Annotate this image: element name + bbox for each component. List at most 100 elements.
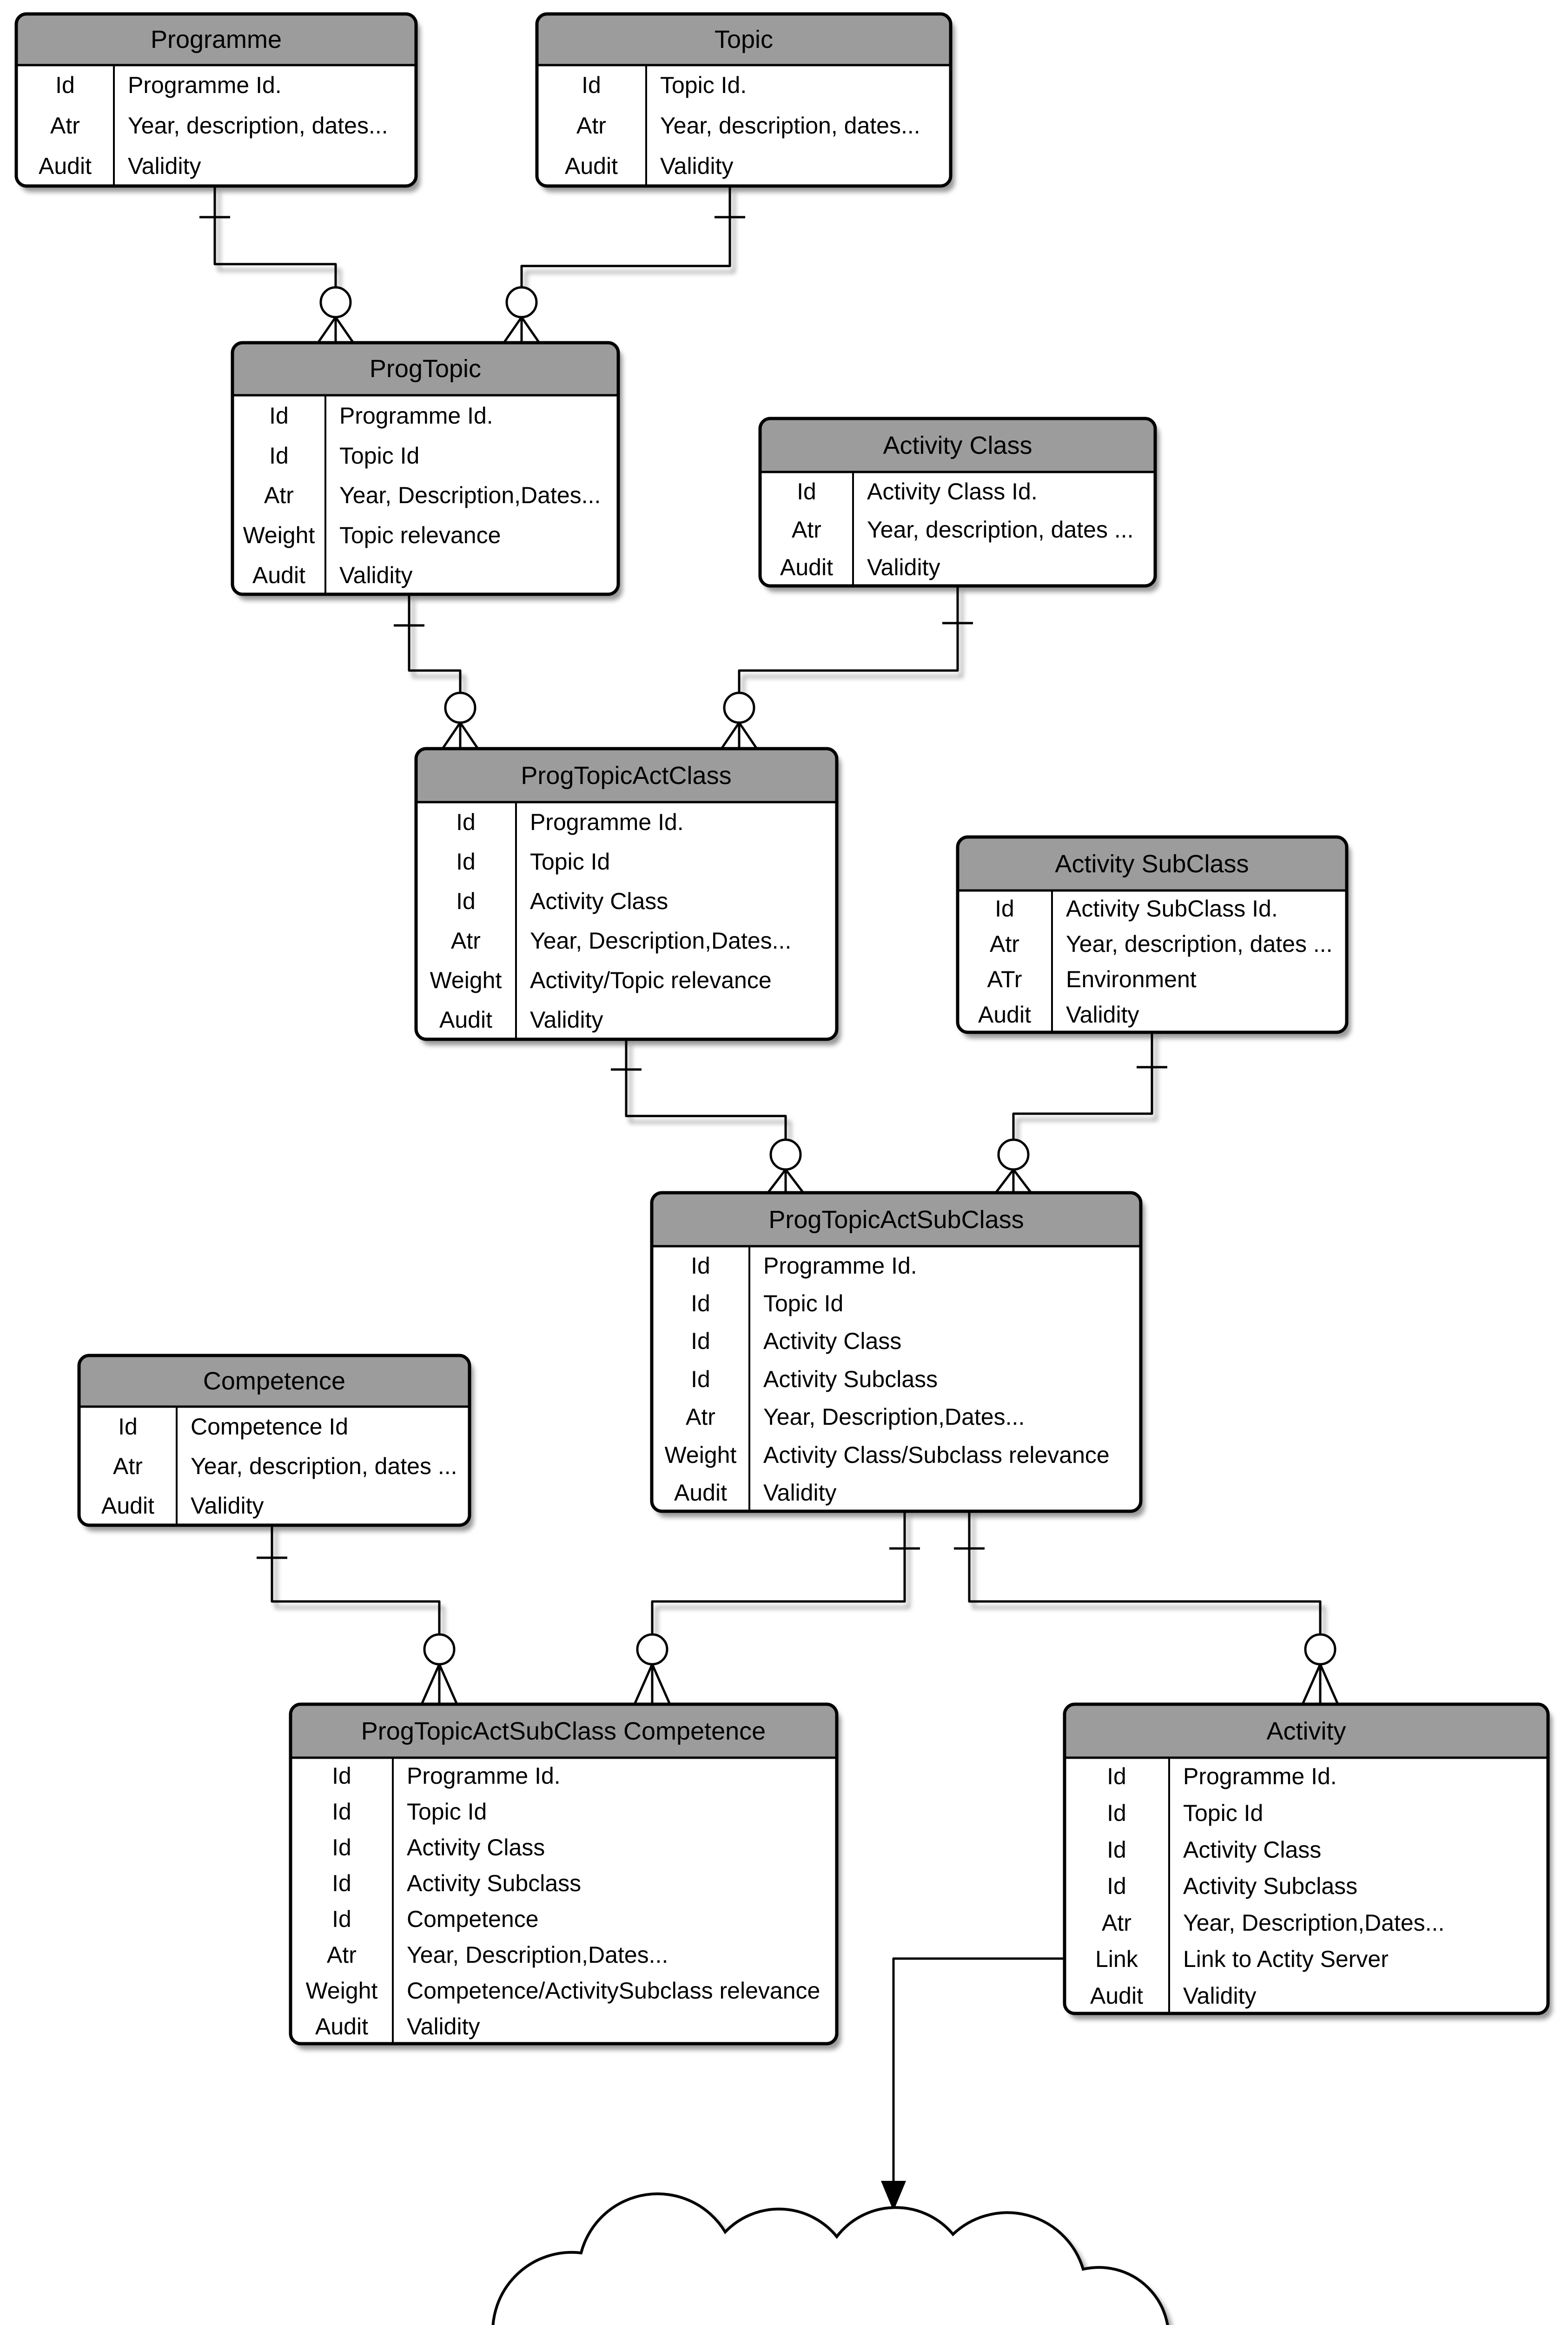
table-header (760, 418, 1155, 472)
table-title: ProgTopicActSubClass (768, 1206, 1024, 1234)
table-title: ProgTopicActClass (521, 762, 731, 790)
row-value: Validity (407, 2013, 480, 2039)
row-value: Validity (339, 562, 412, 588)
table-header (537, 14, 951, 65)
row-key: Id (1107, 1873, 1126, 1899)
row-value: Validity (867, 554, 940, 580)
row-value: Programme Id. (407, 1763, 561, 1789)
row-value: Year, Description,Dates... (1183, 1910, 1444, 1936)
row-value: Year, Description,Dates... (763, 1404, 1025, 1430)
row-value: Year, Description,Dates... (407, 1942, 668, 1968)
table-header-fill (291, 1747, 837, 1758)
table-header-fill (537, 54, 951, 65)
table-header-fill (958, 879, 1347, 890)
row-key: Id (797, 478, 816, 505)
link-line (892, 1957, 1065, 2181)
relationship-competence-ptasccompetence (257, 1525, 458, 1705)
table-header-fill (760, 461, 1155, 472)
cardinality-zero-circle-icon (1304, 1633, 1336, 1666)
table-border (535, 12, 953, 188)
row-key: Id (269, 403, 289, 429)
relationship-activityclass-progtopicactclass (720, 586, 973, 750)
row-key: Id (1107, 1800, 1126, 1826)
table-activity: Activity Id Programme Id. Id Topic Id Id… (1063, 1702, 1550, 2015)
cardinality-zero-circle-icon (769, 1138, 802, 1171)
row-value: Activity Subclass (407, 1870, 581, 1896)
row-key: Audit (780, 554, 833, 580)
table-progtopic: ProgTopic Id Programme Id. Id Topic Id A… (231, 341, 620, 596)
row-key: Audit (565, 153, 618, 179)
cardinality-zero-circle-icon (723, 691, 755, 724)
table-border (14, 12, 418, 188)
relationship-line (408, 594, 462, 693)
row-value: Year, description, dates... (660, 113, 920, 139)
cardinality-zero-circle-icon (997, 1138, 1030, 1171)
row-value: Activity/Topic relevance (530, 967, 772, 993)
row-key: Atr (264, 482, 294, 508)
relationship-activitysubclass-progtopicactsubclass (995, 1032, 1167, 1194)
crow-foot-icon (503, 316, 541, 344)
row-key: Id (1107, 1837, 1126, 1863)
row-key: Id (1107, 1763, 1126, 1789)
row-value: Topic Id (339, 443, 419, 469)
activity-servers-cloud: Activity Servers (491, 2192, 1169, 2325)
row-key: Audit (101, 1493, 154, 1519)
row-value: Validity (763, 1480, 836, 1506)
table-border (1063, 1702, 1550, 2015)
table-title: Activity (1266, 1717, 1346, 1745)
row-key: Id (332, 1763, 351, 1789)
row-value: Activity Class Id. (867, 478, 1038, 505)
crow-foot-icon (317, 316, 355, 344)
row-value: Topic Id (407, 1799, 487, 1825)
row-value: Activity Subclass (1183, 1873, 1357, 1899)
relationship-line (738, 586, 959, 693)
relationship-progtopicactclass-progtopicactsubclass (611, 1039, 804, 1194)
table-header-fill (652, 1235, 1141, 1246)
table-title: ProgTopicActSubClass Competence (361, 1717, 766, 1745)
table-programme: Programme Id Programme Id. Atr Year, des… (14, 12, 418, 188)
table-body (1065, 1704, 1548, 2013)
row-value: Year, description, dates ... (1066, 931, 1333, 957)
cardinality-zero-circle-icon (636, 1633, 668, 1666)
relationship-progtopic-progtopicactclass (394, 594, 479, 750)
row-value: Activity Class (763, 1328, 901, 1354)
row-value: Validity (191, 1493, 264, 1519)
table-title: Competence (203, 1367, 345, 1395)
table-border (956, 835, 1349, 1034)
link-arrow-activity-to-servers (881, 1957, 1065, 2211)
row-value: Activity Class/Subclass relevance (763, 1442, 1110, 1468)
row-key: Weight (430, 967, 502, 993)
table-title: Activity Class (883, 432, 1032, 459)
row-key: Id (582, 72, 601, 98)
row-value: Activity Class (1183, 1837, 1321, 1863)
arrowhead-icon (881, 2181, 906, 2211)
row-value: Environment (1066, 966, 1197, 992)
relationship-line (520, 186, 731, 287)
row-value: Year, description, dates ... (191, 1453, 457, 1479)
row-key: Atr (50, 113, 80, 139)
row-key: Id (995, 896, 1014, 922)
row-value: Validity (1183, 1983, 1256, 2009)
table-header (16, 14, 416, 65)
row-key: Atr (686, 1404, 715, 1430)
table-progtopicactsubclass: ProgTopicActSubClass Id Programme Id. Id… (650, 1191, 1143, 1513)
row-value: Year, Description,Dates... (339, 482, 601, 508)
row-value: Topic Id. (660, 72, 747, 98)
row-value: Competence/ActivitySubclass relevance (407, 1978, 820, 2004)
table-activity-class: Activity Class Id Activity Class Id. Atr… (758, 417, 1157, 588)
row-key: Weight (306, 1978, 378, 2004)
row-key: Audit (978, 1002, 1031, 1028)
relationship-line (968, 1511, 1322, 1634)
table-header-fill (232, 384, 618, 395)
row-key: Id (691, 1290, 710, 1316)
row-value: Competence (407, 1906, 539, 1932)
relationship-line (271, 1525, 441, 1634)
row-value: Programme Id. (530, 809, 684, 835)
row-key: Link (1095, 1946, 1138, 1972)
table-body (232, 343, 618, 594)
table-title: Programme (151, 26, 282, 53)
row-key: Id (55, 72, 75, 98)
row-key: Weight (243, 522, 315, 548)
row-key: Atr (327, 1942, 357, 1968)
